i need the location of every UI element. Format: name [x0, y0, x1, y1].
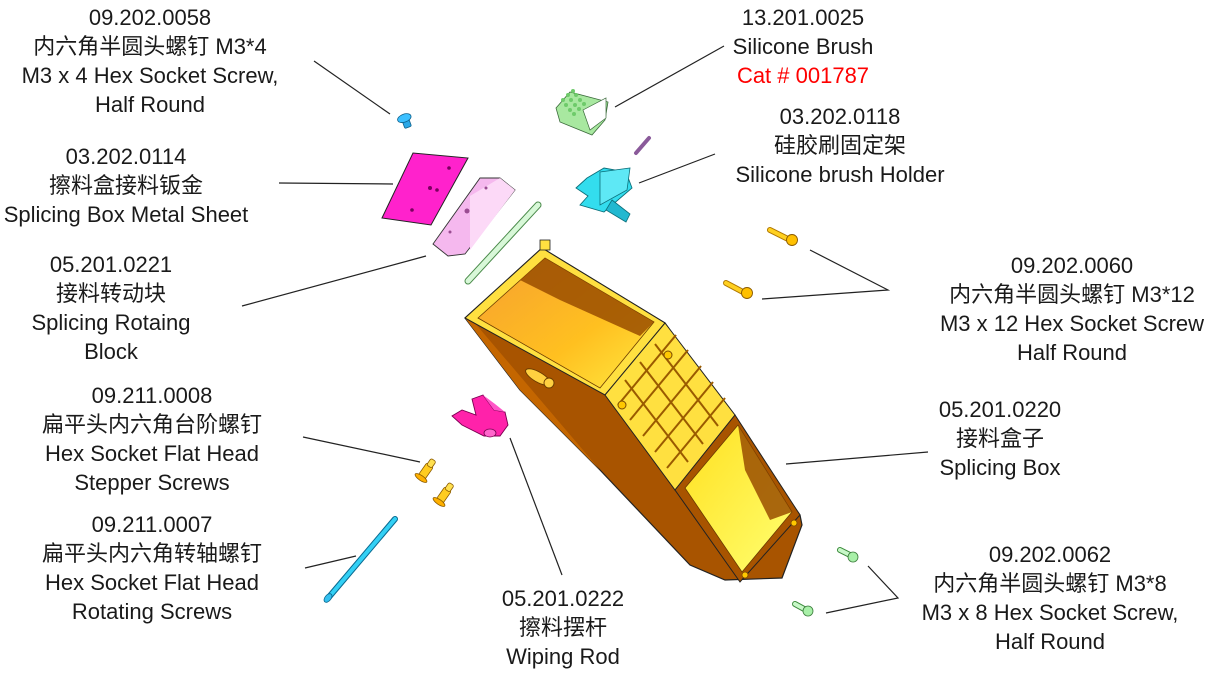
english-name: Splicing Box Metal Sheet — [3, 202, 249, 227]
m3x8-screw-part — [792, 601, 814, 617]
part-number: 03.202.0118 — [779, 104, 901, 129]
english-name: Block — [84, 339, 138, 364]
m3x12-screw-part — [767, 227, 798, 246]
stepper-screw-part — [414, 458, 436, 483]
chinese-name: 接料转动块 — [55, 281, 166, 306]
chinese-name: 扁平头内六角台阶螺钉 — [41, 412, 262, 437]
english-name: Wiping Rod — [506, 644, 620, 669]
english-name: Rotating Screws — [71, 599, 233, 624]
leader-m3x4-screw — [313, 60, 391, 115]
stepper-screw-part — [432, 482, 454, 507]
silicone-brush-part — [555, 89, 609, 136]
english-name: M3 x 8 Hex Socket Screw, — [921, 600, 1179, 625]
part-number: 05.201.0221 — [49, 252, 173, 277]
callout-m3x4-screw: 09.202.0058 内六角半圆头螺钉 M3*4 M3 x 4 Hex Soc… — [0, 3, 300, 119]
leader-wiping-rod — [509, 437, 563, 576]
part-number: 09.211.0007 — [91, 512, 213, 537]
leader-brush-holder — [638, 153, 716, 184]
m3x8-screw-part — [837, 547, 859, 563]
part-number: 03.202.0114 — [65, 144, 187, 169]
english-name: Hex Socket Flat Head — [45, 570, 259, 595]
part-number: 09.202.0060 — [1010, 253, 1134, 278]
chinese-name: 内六角半圆头螺钉 M3*12 — [949, 282, 1195, 307]
rotating-block-part — [432, 177, 516, 257]
chinese-name: 内六角半圆头螺钉 M3*4 — [33, 34, 267, 59]
wiping-rod-part — [451, 394, 509, 438]
callout-metal-sheet: 03.202.0114 擦料盒接料钣金 Splicing Box Metal S… — [0, 142, 276, 229]
english-name: Half Round — [1016, 340, 1128, 365]
part-number: 05.201.0220 — [938, 397, 1062, 422]
part-number: 09.202.0062 — [988, 542, 1112, 567]
leader-splicing-box — [785, 451, 929, 465]
callout-m3x12-screw: 09.202.0060 内六角半圆头螺钉 M3*12 M3 x 12 Hex S… — [912, 251, 1215, 367]
chinese-name: 擦料摆杆 — [518, 615, 607, 640]
callout-stepper-screws: 09.211.0008 扁平头内六角台阶螺钉 Hex Socket Flat H… — [2, 381, 302, 497]
chinese-name: 接料盒子 — [955, 426, 1044, 451]
chinese-name: 内六角半圆头螺钉 M3*8 — [933, 571, 1167, 596]
callout-brush-holder: 03.202.0118 硅胶刷固定架 Silicone brush Holder — [710, 102, 970, 189]
callout-rotating-screws: 09.211.0007 扁平头内六角转轴螺钉 Hex Socket Flat H… — [2, 510, 302, 626]
english-name: Splicing Box — [939, 455, 1061, 480]
chinese-name: 扁平头内六角转轴螺钉 — [41, 541, 262, 566]
metal-sheet-part — [381, 152, 469, 226]
callout-rotating-block: 05.201.0221 接料转动块 Splicing Rotaing Block — [0, 250, 222, 366]
catalog-number: Cat # 001787 — [736, 63, 870, 88]
leader-m3x12-screw — [761, 249, 891, 300]
leader-lines — [241, 45, 929, 614]
english-name: Half Round — [994, 629, 1106, 654]
callout-splicing-box: 05.201.0220 接料盒子 Splicing Box — [920, 395, 1080, 482]
m3x12-screw-part — [723, 280, 753, 299]
callout-wiping-rod: 05.201.0222 擦料摆杆 Wiping Rod — [463, 584, 663, 671]
leader-metal-sheet — [278, 182, 394, 185]
m3x4-screw-part — [397, 113, 412, 129]
part-number: 05.201.0222 — [501, 586, 625, 611]
callout-silicone-brush: 13.201.0025 Silicone Brush Cat # 001787 — [703, 3, 903, 90]
splicing-box-part — [464, 239, 803, 583]
english-name: Stepper Screws — [74, 470, 230, 495]
english-name: M3 x 12 Hex Socket Screw — [939, 311, 1205, 336]
chinese-name: 硅胶刷固定架 — [773, 133, 906, 158]
english-name: Splicing Rotaing — [31, 310, 191, 335]
english-name: Hex Socket Flat Head — [45, 441, 259, 466]
part-number: 09.202.0058 — [88, 5, 212, 30]
leader-rotating-block — [241, 255, 427, 307]
brush-holder-part — [575, 167, 633, 223]
small-pin-part — [634, 136, 651, 155]
chinese-name: 擦料盒接料钣金 — [48, 173, 203, 198]
green-rod-part — [464, 201, 542, 285]
english-name: Silicone brush Holder — [735, 162, 945, 187]
english-name: Silicone Brush — [732, 34, 874, 59]
callout-m3x8-screw: 09.202.0062 内六角半圆头螺钉 M3*8 M3 x 8 Hex Soc… — [900, 540, 1200, 656]
leader-stepper-screws — [302, 436, 421, 463]
english-name: Half Round — [94, 92, 206, 117]
leader-rotating-screws — [304, 555, 357, 569]
english-name: M3 x 4 Hex Socket Screw, — [21, 63, 279, 88]
part-number: 09.211.0008 — [91, 383, 213, 408]
rotating-screw-part — [323, 516, 398, 603]
leader-silicone-brush — [614, 45, 725, 108]
part-number: 13.201.0025 — [741, 5, 865, 30]
leader-m3x8-screw — [825, 565, 900, 614]
